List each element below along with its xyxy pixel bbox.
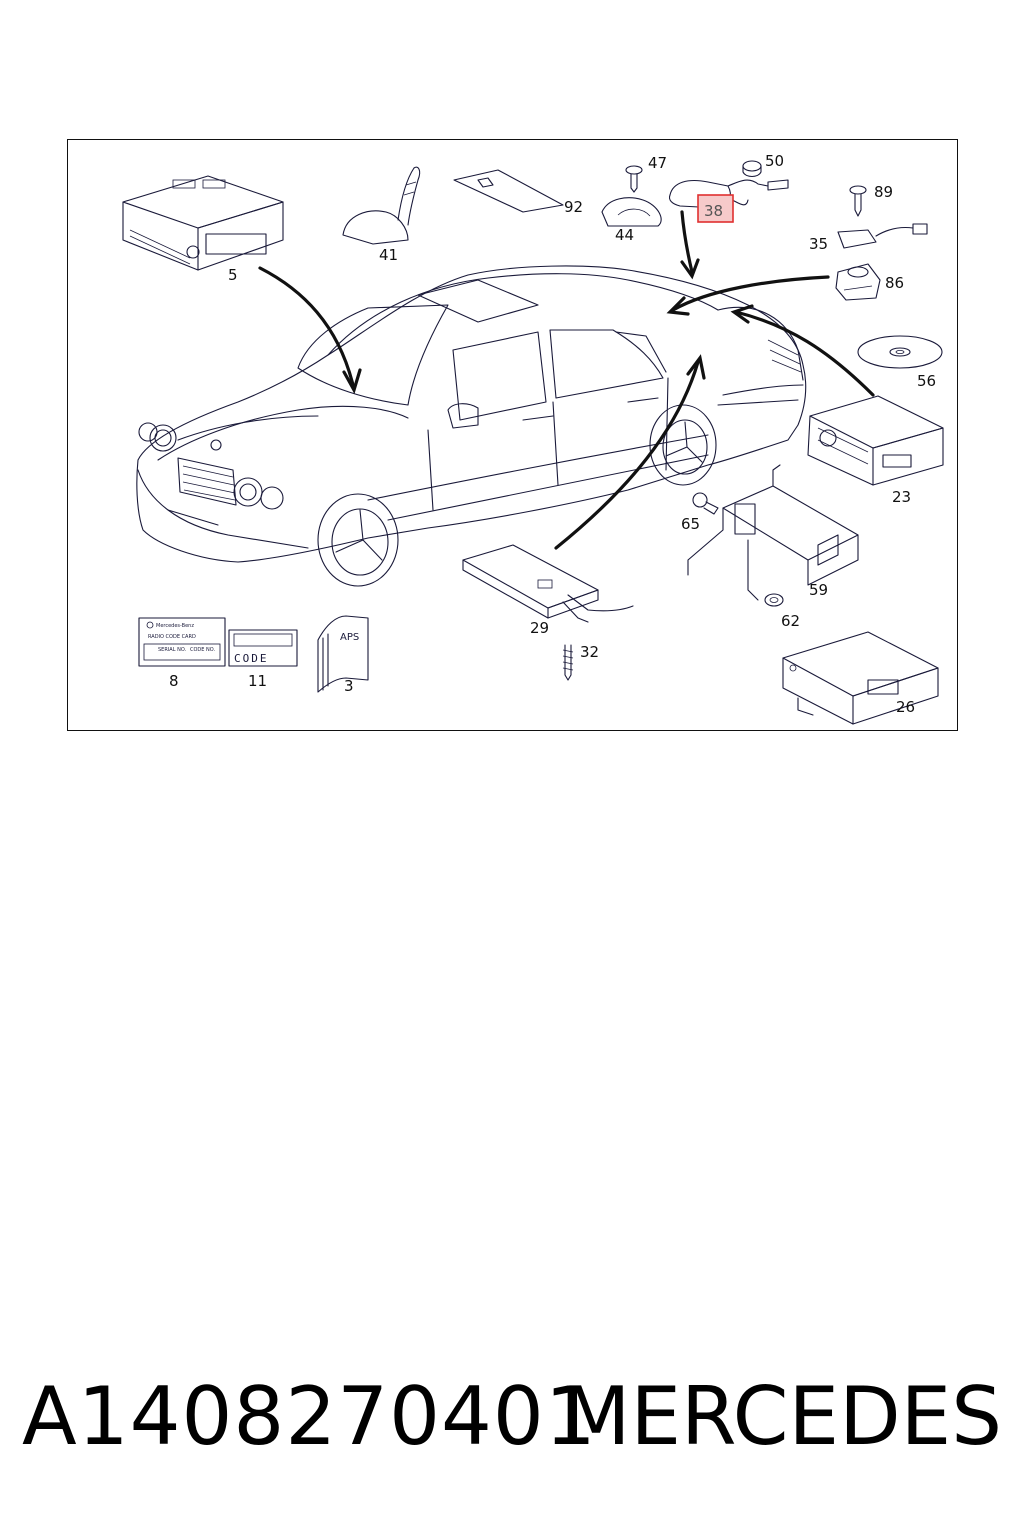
arrow-module-to-trunk (671, 275, 830, 312)
part-3-booklet: APS (317, 615, 369, 693)
highlight-box-part-38 (697, 194, 734, 223)
part-89-screw (849, 185, 867, 217)
part-65-clip (692, 492, 719, 515)
label-part-89: 89 (874, 183, 893, 201)
part-35-connector (837, 223, 928, 249)
label-part-38: 38 (704, 202, 723, 220)
label-part-23: 23 (892, 488, 911, 506)
code-card-serial: SERIAL NO. (158, 647, 187, 653)
label-part-35: 35 (809, 235, 828, 253)
label-part-59: 59 (809, 581, 828, 599)
part-59-bracket (687, 464, 859, 601)
label-part-41: 41 (379, 246, 398, 264)
label-part-86: 86 (885, 274, 904, 292)
part-11-code-sticker: CODE (228, 629, 298, 667)
code-card-code: CODE NO. (190, 647, 215, 653)
part-26-control-unit (782, 631, 939, 725)
part-32-screw (562, 644, 574, 681)
part-23-cd-changer (807, 395, 944, 486)
part-92-pad (453, 169, 564, 213)
label-part-62: 62 (781, 612, 800, 630)
part-62-nut (764, 593, 784, 607)
label-part-50: 50 (765, 152, 784, 170)
label-part-29: 29 (530, 619, 549, 637)
arrow-changer-to-trunk (734, 310, 875, 397)
arrow-head-1 (342, 368, 362, 395)
assembly-arrows (258, 210, 875, 550)
booklet-text: APS (340, 632, 359, 643)
label-part-5: 5 (228, 266, 238, 284)
brand-text: MERCEDES (561, 1370, 1002, 1463)
car-illustration (136, 265, 807, 587)
part-44-gasket (601, 197, 662, 227)
label-part-11: 11 (248, 672, 267, 690)
arrow-head-2 (680, 258, 700, 280)
part-8-code-card: Mercedes-Benz RADIO CODE CARD SERIAL NO.… (138, 617, 226, 667)
part-47-screw (625, 165, 643, 193)
code-sticker-text: CODE (234, 652, 269, 665)
arrow-head-3 (666, 296, 690, 316)
part-50-grommet (742, 160, 762, 178)
arrow-head-4 (730, 304, 754, 324)
code-card-brand: Mercedes-Benz (156, 623, 194, 629)
part-5-radio (122, 175, 284, 271)
code-card-title: RADIO CODE CARD (148, 634, 196, 640)
arrow-head-5 (686, 354, 706, 380)
label-part-65: 65 (681, 515, 700, 533)
label-part-44: 44 (615, 226, 634, 244)
part-29-tray (462, 544, 634, 623)
arrow-gps-to-roof (680, 210, 694, 274)
label-part-56: 56 (917, 372, 936, 390)
parts-diagram: Mercedes-Benz RADIO CODE CARD SERIAL NO.… (122, 152, 944, 725)
label-part-8: 8 (169, 672, 179, 690)
label-part-47: 47 (648, 154, 667, 172)
part-56-cd (857, 335, 943, 369)
part-86-module (835, 263, 881, 301)
label-part-26: 26 (896, 698, 915, 716)
part-caption: A1408270401 MERCEDES (0, 1370, 1024, 1470)
part-41-antenna (342, 166, 421, 245)
part-number-text: A1408270401 (22, 1370, 597, 1463)
label-part-3: 3 (344, 677, 354, 695)
arrow-radio-to-dash (258, 266, 355, 387)
parts-diagram-frame: Mercedes-Benz RADIO CODE CARD SERIAL NO.… (67, 139, 958, 731)
arrow-tray-to-car (554, 360, 700, 550)
callout-labels: 5 41 92 47 44 50 38 89 35 86 56 23 65 59… (169, 152, 936, 716)
label-part-32: 32 (580, 643, 599, 661)
label-part-92: 92 (564, 198, 583, 216)
